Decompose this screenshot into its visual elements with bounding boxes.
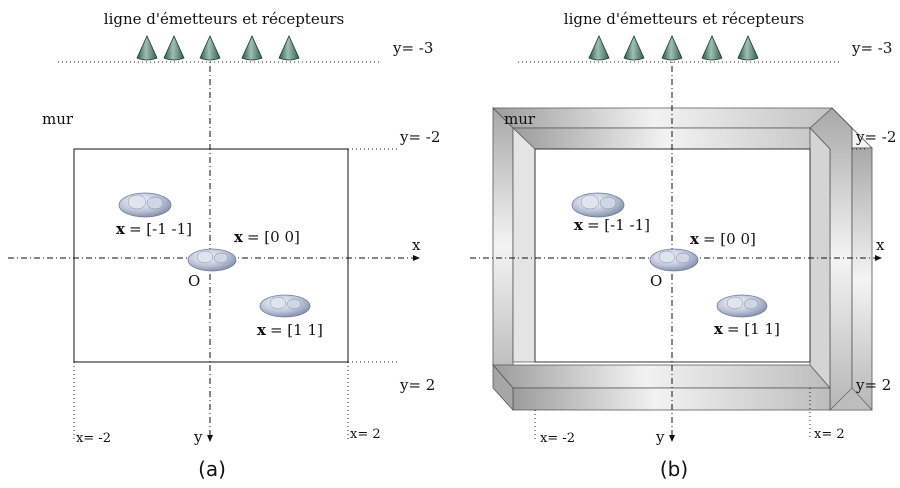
x-right-label: x= 2 [814, 427, 845, 442]
y-wall-top-label: y= -2 [399, 128, 440, 146]
array-label: ligne d'émetteurs et récepteurs [564, 10, 804, 28]
transducer-icon [163, 35, 185, 61]
panel-a: ligne d'émetteurs et récepteurs y= -3 mu… [8, 10, 440, 481]
wall-3d [492, 107, 873, 412]
wall-bottom-face [492, 364, 831, 389]
room-boundary [73, 148, 349, 363]
target-icon [259, 294, 311, 318]
wall-label: mur [504, 110, 536, 128]
panel-b: ligne d'émetteurs et récepteurs y= -3 mu… [470, 10, 896, 481]
target-label-2: x= [0 0] [690, 230, 756, 248]
transducer-array [136, 35, 300, 61]
target-label-3: x= [1 1] [257, 321, 323, 339]
target-icon [571, 192, 625, 218]
transducer-icon [136, 35, 158, 61]
wall-label: mur [42, 110, 74, 128]
x-left-label: x= -2 [76, 431, 111, 446]
x-axis-label: x [412, 236, 421, 254]
caption-a: (a) [198, 457, 226, 481]
transducer-icon [701, 35, 723, 61]
target-label-3: x= [1 1] [714, 320, 780, 338]
x-right-label: x= 2 [350, 427, 381, 442]
target-label-1: x= [-1 -1] [116, 220, 192, 238]
target-icon [716, 294, 768, 318]
origin-label: O [188, 272, 200, 290]
transducer-icon [623, 35, 645, 61]
transducer-icon [278, 35, 300, 61]
transducer-array [588, 35, 759, 61]
x-axis-label: x [876, 236, 885, 254]
x-left-label: x= -2 [540, 431, 575, 446]
transducer-icon [588, 35, 610, 61]
y-wall-bottom-label: y= 2 [855, 376, 891, 394]
caption-b: (b) [660, 457, 688, 481]
y-axis-label: y [193, 428, 203, 446]
origin-label: O [650, 272, 662, 290]
y-wall-bottom-label: y= 2 [399, 376, 435, 394]
transducer-icon [199, 35, 221, 61]
target-label-2: x= [0 0] [234, 228, 300, 246]
target-icon [187, 248, 237, 272]
wall-left-face [492, 107, 514, 386]
y-top-label: y= -3 [851, 39, 892, 57]
transducer-icon [737, 35, 759, 61]
y-axis-label: y [655, 428, 665, 446]
y-wall-top-label: y= -2 [855, 128, 896, 146]
target-icon [649, 248, 699, 272]
transducer-icon [661, 35, 683, 61]
array-label: ligne d'émetteurs et récepteurs [104, 10, 344, 28]
target-label-1: x= [-1 -1] [574, 216, 650, 234]
target-icon [118, 192, 172, 218]
y-top-label: y= -3 [392, 39, 433, 57]
transducer-icon [241, 35, 263, 61]
